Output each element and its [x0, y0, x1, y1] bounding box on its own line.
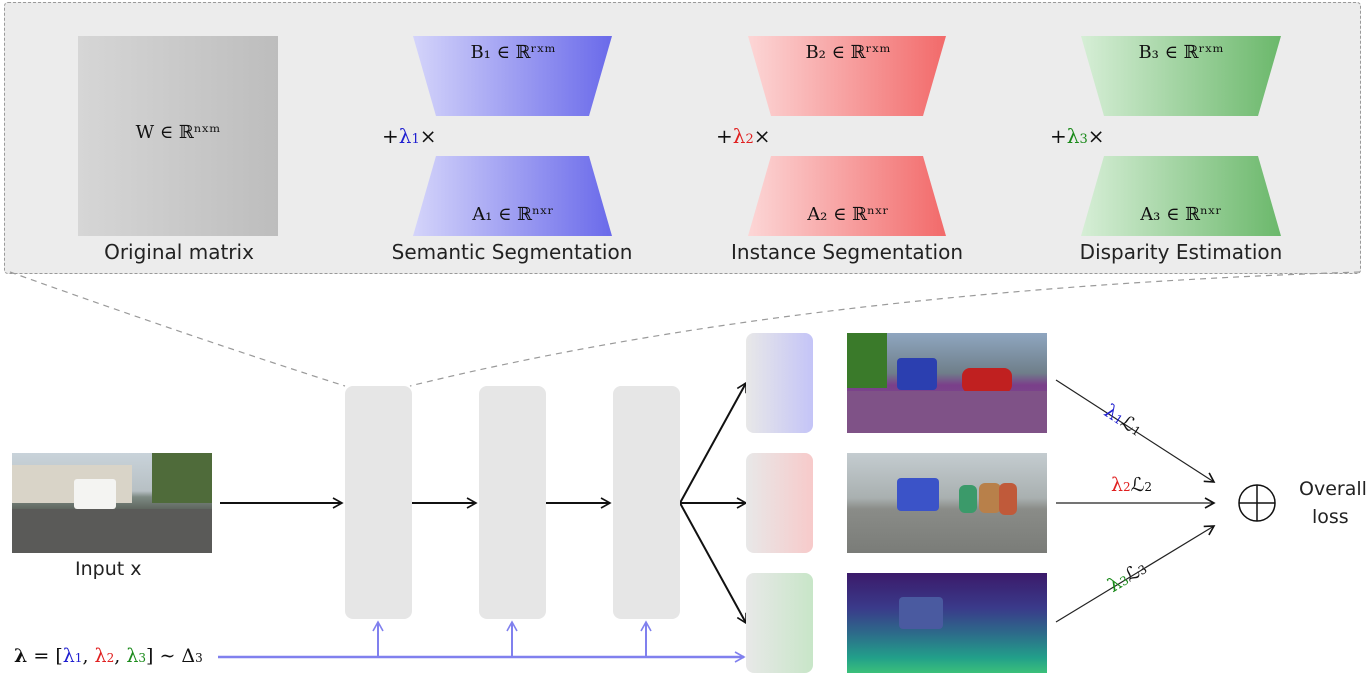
original-matrix-caption: Original matrix [104, 240, 254, 264]
disparity-output-image [847, 573, 1047, 673]
loss-arrow-3 [1055, 525, 1216, 623]
a1-trapezoid [413, 156, 612, 236]
task1-caption: Semantic Segmentation [391, 240, 633, 264]
backbone-block-1 [345, 386, 412, 619]
a3-trapezoid [1081, 156, 1281, 236]
a1-formula: A₁ ∈ ℝⁿˣʳ [472, 204, 554, 225]
arrow-to-head3 [679, 502, 747, 625]
b2-trapezoid [748, 36, 946, 116]
overall-loss-label-line2: loss [1312, 506, 1349, 528]
disparity-head [746, 573, 813, 673]
lambda-label: λ = [λ1, λ2, λ3] ∼ Δ3 [14, 645, 203, 667]
b3-trapezoid [1081, 36, 1281, 116]
zoom-line-left [9, 271, 346, 387]
b1-trapezoid [413, 36, 612, 116]
task2-term: +λ2× [716, 124, 771, 148]
zoom-line-right [409, 271, 1361, 387]
overall-loss-label-line1: Overall [1299, 478, 1367, 500]
a2-trapezoid [748, 156, 946, 236]
semantic-output-image [847, 333, 1047, 433]
loss-arrow-1 [1055, 379, 1216, 483]
instance-head [746, 453, 813, 553]
original-matrix-block [78, 36, 278, 236]
instance-output-image [847, 453, 1047, 553]
a3-formula: A₃ ∈ ℝⁿˣʳ [1140, 204, 1222, 225]
arrow-to-head1 [679, 381, 747, 504]
input-image [12, 453, 212, 553]
backbone-block-2 [479, 386, 546, 619]
task1-term: +λ1× [382, 124, 437, 148]
original-matrix-formula: W ∈ ℝⁿˣᵐ [135, 122, 221, 143]
b2-formula: B₂ ∈ ℝʳˣᵐ [805, 42, 891, 63]
input-label: Input x [75, 558, 142, 580]
b1-formula: B₁ ∈ ℝʳˣᵐ [470, 42, 556, 63]
a2-formula: A₂ ∈ ℝⁿˣʳ [807, 204, 889, 225]
loss-label-2: λ2ℒ2 [1111, 474, 1153, 496]
task3-term: +λ3× [1050, 124, 1105, 148]
semantic-head [746, 333, 813, 433]
task2-caption: Instance Segmentation [731, 240, 963, 264]
b3-formula: B₃ ∈ ℝʳˣᵐ [1138, 42, 1224, 63]
backbone-block-3 [613, 386, 680, 619]
task3-caption: Disparity Estimation [1079, 240, 1283, 264]
